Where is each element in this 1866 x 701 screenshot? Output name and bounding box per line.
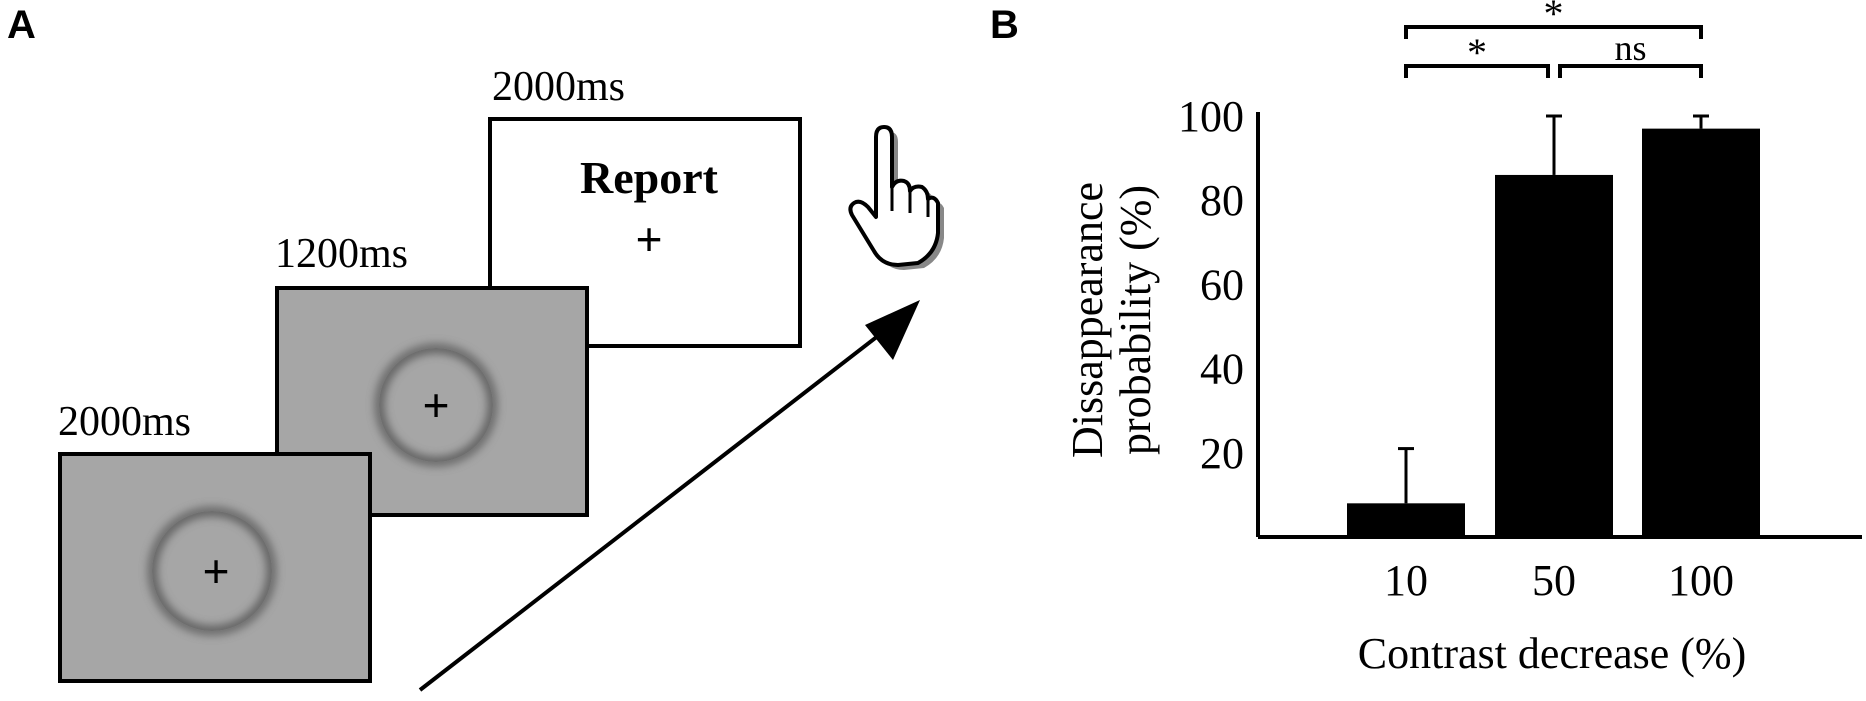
significance-label: * xyxy=(1467,30,1487,75)
y-tick-label: 40 xyxy=(1200,345,1244,394)
significance-label: * xyxy=(1544,0,1564,36)
x-tick-label: 10 xyxy=(1384,556,1428,605)
screen-3-duration: 2000ms xyxy=(492,64,626,110)
fixation-cross: + xyxy=(202,545,230,597)
bar xyxy=(1347,503,1465,537)
significance-label: ns xyxy=(1614,28,1646,68)
panel-a-letter: A xyxy=(7,3,36,47)
y-tick-label: 100 xyxy=(1178,92,1244,141)
significance-bracket xyxy=(1404,25,1703,39)
x-axis-label: Contrast decrease (%) xyxy=(1358,629,1746,678)
fixation-cross: + xyxy=(635,213,663,265)
y-tick-label: 80 xyxy=(1200,176,1244,225)
y-tick-label: 60 xyxy=(1200,260,1244,309)
y-axis-label-line-2: probability (%) xyxy=(1111,185,1160,455)
significance-bracket xyxy=(1404,64,1550,78)
adaptation-screen-1: + xyxy=(58,452,372,683)
fixation-cross: + xyxy=(422,379,450,431)
report-label: Report xyxy=(580,152,718,203)
bar xyxy=(1642,128,1760,537)
bar xyxy=(1495,174,1613,537)
x-tick-label: 50 xyxy=(1532,556,1576,605)
screen-1-duration: 2000ms xyxy=(58,399,192,445)
y-axis-label-line-1: Dissappearance xyxy=(1063,182,1112,458)
significance-bracket xyxy=(1558,64,1703,78)
screen-2-duration: 1200ms xyxy=(275,231,409,277)
y-tick-label: 20 xyxy=(1200,429,1244,478)
panel-b-letter: B xyxy=(990,3,1019,47)
x-tick-label: 100 xyxy=(1668,556,1734,605)
report-screen: Report + xyxy=(488,117,802,348)
pointing-hand-icon xyxy=(848,125,944,270)
